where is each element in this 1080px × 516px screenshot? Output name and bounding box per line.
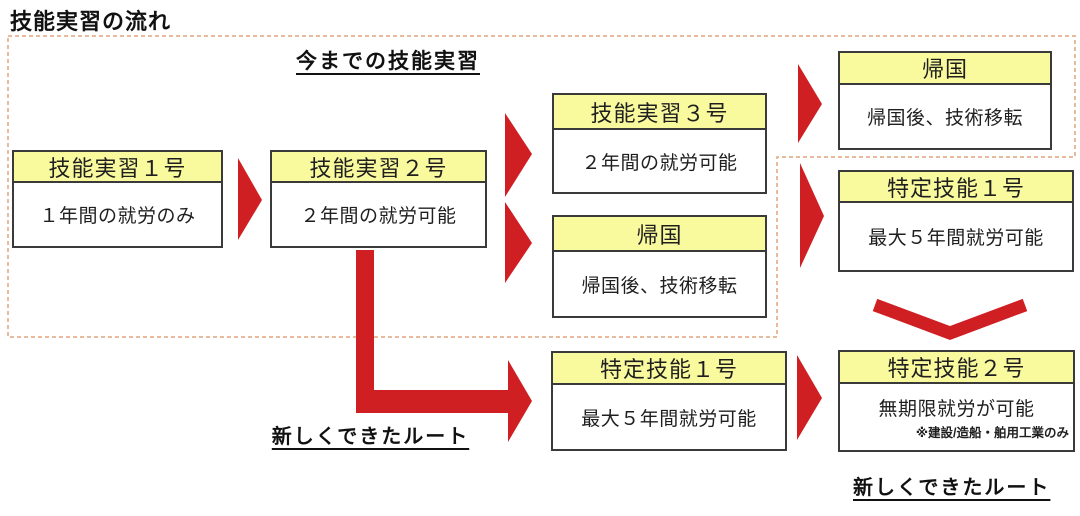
arrow-3-to-kikoku-icon xyxy=(798,64,822,143)
arrow-down-chevron-icon xyxy=(872,298,1028,340)
box-header: 帰国 xyxy=(554,217,765,252)
box-kikoku-middle: 帰国 帰国後、技術移転 xyxy=(552,215,767,318)
old-route-dashed-outline xyxy=(7,35,1076,338)
page-title: 技能実習の流れ xyxy=(10,9,172,34)
box-body: ２年間の就労可能 xyxy=(300,206,457,227)
box-ginou-jisshu-1: 技能実習１号 １年間の就労のみ xyxy=(12,150,223,248)
new-route-label-right: 新しくできたルート xyxy=(853,477,1051,499)
box-body: 帰国後、技術移転 xyxy=(581,275,738,297)
box-ginou-jisshu-2: 技能実習２号 ２年間の就労可能 xyxy=(270,150,487,248)
box-header: 特定技能１号 xyxy=(840,172,1072,203)
box-tokutei-ginou-1-bottom: 特定技能１号 最大５年間就労可能 xyxy=(551,351,787,451)
arrow-2-to-3-icon xyxy=(505,113,532,197)
box-kikoku-top: 帰国 帰国後、技術移転 xyxy=(838,51,1052,150)
box-body-text: 無期限就労が可能 xyxy=(878,398,1035,420)
box-tokutei-ginou-2: 特定技能２号 無期限就労が可能 ※建設/造船・舶用工業のみ xyxy=(838,350,1075,452)
arrow-new-route-elbow-icon xyxy=(356,250,532,442)
box-ginou-jisshu-3: 技能実習３号 ２年間の就労可能 xyxy=(552,93,767,194)
box-tokutei-ginou-1-right: 特定技能１号 最大５年間就労可能 xyxy=(838,170,1074,272)
arrow-2-to-kikoku-icon xyxy=(505,202,532,283)
box-body: ２年間の就労可能 xyxy=(581,152,738,174)
new-route-label-left: 新しくできたルート xyxy=(271,426,470,448)
box-header: 特定技能２号 xyxy=(840,352,1073,384)
box-header: 技能実習１号 xyxy=(14,152,221,183)
arrow-kikoku-to-tokutei1-icon xyxy=(800,163,824,268)
arrow-1-to-2-icon xyxy=(238,158,262,240)
box-body: １年間の就労のみ xyxy=(39,206,196,227)
box-body: 最大５年間就労可能 xyxy=(868,228,1044,249)
box-header: 帰国 xyxy=(840,53,1050,85)
box-body: 無期限就労が可能 ※建設/造船・舶用工業のみ xyxy=(840,384,1073,450)
box-body: 最大５年間就労可能 xyxy=(581,408,757,430)
arrow-tokutei1-to-tokutei2-icon xyxy=(797,355,822,440)
box-header: 技能実習２号 xyxy=(272,152,485,183)
box-header: 特定技能１号 xyxy=(553,353,785,385)
old-route-label: 今までの技能実習 xyxy=(296,50,480,73)
box-body: 帰国後、技術移転 xyxy=(866,108,1023,129)
box-header: 技能実習３号 xyxy=(554,95,765,130)
box-body-note: ※建設/造船・舶用工業のみ xyxy=(915,425,1069,440)
